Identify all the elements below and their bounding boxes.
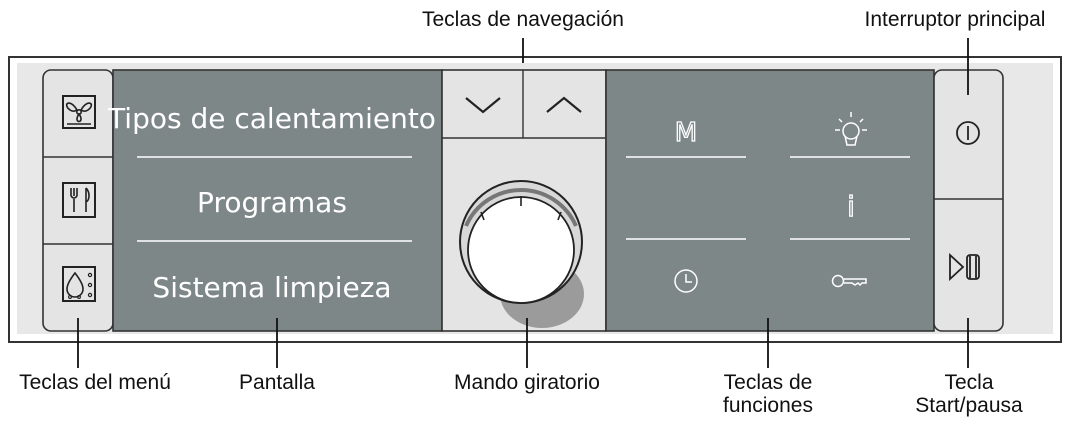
- light-icon[interactable]: [835, 112, 867, 146]
- info-icon[interactable]: i: [846, 189, 855, 223]
- callout-menu-keys: Teclas del menú: [19, 371, 171, 394]
- callout-start-line1: Tecla: [944, 371, 994, 394]
- display-line-cleaning[interactable]: Sistema limpieza: [152, 271, 391, 304]
- callout-start-line2: Start/pausa: [915, 394, 1023, 417]
- callout-nav-keys: Teclas de navegación: [422, 8, 624, 31]
- callout-function-keys-line1: Teclas de: [723, 371, 813, 394]
- chevron-up-icon[interactable]: [546, 96, 582, 113]
- function-keys-block: [605, 69, 935, 332]
- cutlery-icon[interactable]: [62, 182, 96, 218]
- display-line-programs[interactable]: Programas: [197, 186, 347, 219]
- chevron-down-icon[interactable]: [465, 97, 501, 114]
- menu-m-icon[interactable]: M: [674, 117, 698, 148]
- play-pause-icon[interactable]: [949, 252, 980, 282]
- rotary-knob[interactable]: [459, 180, 584, 328]
- callout-main-switch: Interruptor principal: [864, 8, 1046, 31]
- power-icon[interactable]: [956, 121, 980, 145]
- callout-display: Pantalla: [239, 371, 315, 394]
- right-keys-column: [933, 69, 1004, 332]
- callout-rotary: Mando giratorio: [454, 371, 600, 394]
- menu-keys-column: [42, 69, 114, 332]
- display-screen: [112, 69, 443, 332]
- leader-lines: [77, 38, 969, 368]
- callout-start-pause: Tecla Start/pausa: [900, 371, 1038, 417]
- key-icon[interactable]: [831, 274, 867, 288]
- cleaning-drop-icon[interactable]: [62, 266, 96, 302]
- callout-function-keys-line2: funciones: [723, 394, 813, 417]
- fan-heating-icon[interactable]: [62, 95, 96, 129]
- display-line-heating-types[interactable]: Tipos de calentamiento: [107, 102, 436, 135]
- clock-icon[interactable]: [674, 269, 698, 293]
- callout-function-keys: Teclas de funciones: [688, 371, 848, 417]
